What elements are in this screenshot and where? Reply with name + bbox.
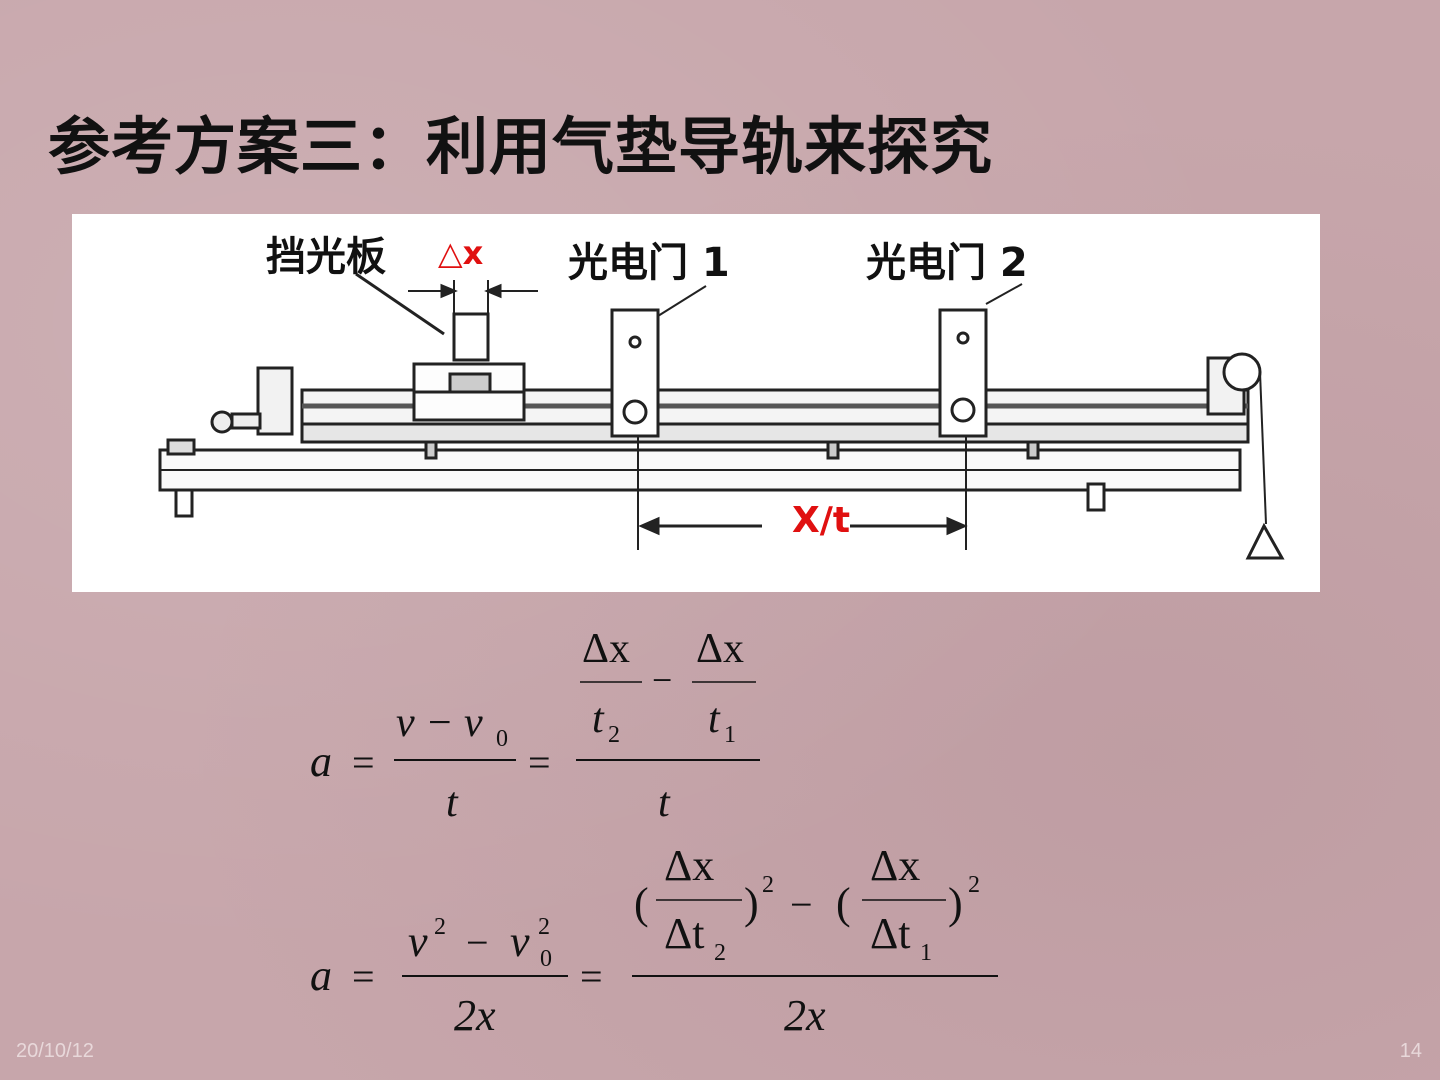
f2-dt2-sub: 2 [714,940,726,966]
f1-t2-sub: 2 [608,722,620,748]
f2-sq2: 2 [968,872,980,898]
f2-a: a [310,951,332,1000]
slide-page-number: 14 [1399,1040,1422,1062]
f1-den1: t [446,780,459,826]
f2-v: v [408,917,428,966]
f2-v0-sub: 0 [540,946,552,972]
f2-eq2: = [580,954,603,999]
gate1-label: 光电门 1 [568,240,730,286]
f2-eq1: = [352,954,375,999]
f2-minus1: − [466,920,489,965]
f2-lparen1: ( [634,879,649,928]
f1-a: a [310,737,332,786]
f2-dx-b: Δx [870,841,920,890]
f2-den2: 2x [784,991,826,1040]
slide-date: 20/10/12 [16,1040,94,1062]
dx-label: △x [438,234,484,272]
f2-dt2: Δt [664,909,705,958]
track-leg-right [1086,482,1106,512]
photogate-1 [610,308,660,438]
slide-title: 参考方案三：利用气垫导轨来探究 [48,110,994,183]
flag-label: 挡光板 [266,234,386,280]
f2-sq1: 2 [762,872,774,898]
f1-eq2: = [528,740,551,785]
f1-dx-a: Δx [582,626,630,672]
pulley [1222,352,1262,392]
f1-dx-b: Δx [696,626,744,672]
formula-block: a = v − v 0 t = Δx t 2 − Δx t 1 t a = v … [310,626,998,1040]
f2-minus2: − [790,882,813,927]
track-left-end [256,366,294,436]
f2-dt1: Δt [870,909,911,958]
f2-rparen2: ) [948,879,963,928]
hanging-weight [1245,522,1285,560]
f2-dt1-sub: 1 [920,940,932,966]
f1-minus: − [652,660,672,700]
f2-lparen2: ( [836,879,851,928]
gate2-label: 光电门 2 [866,240,1028,286]
formula-acceleration-velocity: a = v − v 0 t = Δx t 2 − Δx t 1 t [310,626,760,826]
f2-v0: v [510,917,530,966]
formula-acceleration-squared: a = v 2 − v 2 0 2x = ( Δx Δt 2 ) 2 − ( Δ… [310,841,998,1040]
track-leg-left [174,488,194,518]
f1-eq1: = [352,740,375,785]
f1-num1-sub: 0 [496,726,508,752]
f1-num1: v − v [396,700,483,746]
f2-dx-a: Δx [664,841,714,890]
f1-t1-sub: 1 [724,722,736,748]
air-track-diagram: 挡光板 △x 光电门 1 光电门 2 X/t [72,214,1320,592]
f2-v0-sq: 2 [538,914,550,940]
f2-rparen1: ) [744,879,759,928]
f1-t1: t [708,696,721,742]
light-blocking-plate [452,312,490,362]
distance-label: X/t [792,500,851,541]
f1-den2: t [658,780,671,826]
f2-v-sq: 2 [434,914,446,940]
air-track-drawing [158,272,1285,560]
f1-t2: t [592,696,605,742]
f2-den1: 2x [454,991,496,1040]
